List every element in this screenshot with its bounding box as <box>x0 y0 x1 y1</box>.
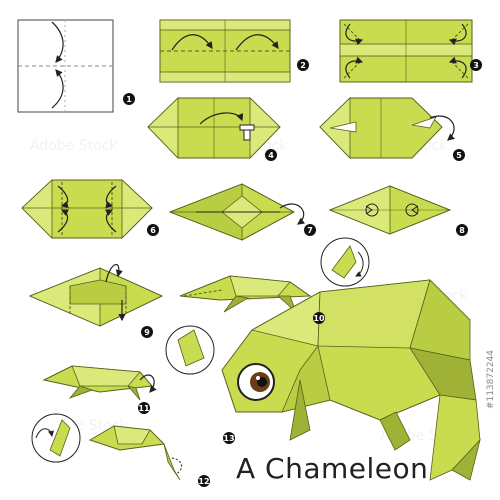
svg-text:2: 2 <box>300 61 306 70</box>
svg-text:11: 11 <box>138 404 150 413</box>
fold-arrow <box>51 69 64 109</box>
svg-text:7: 7 <box>307 226 313 235</box>
chameleon-eye <box>237 363 275 401</box>
step-8-diagram <box>328 185 452 235</box>
step-13-diagram <box>221 279 481 481</box>
step-12-diagram <box>31 413 182 481</box>
step-number-badge: 12 <box>198 475 210 487</box>
step-10-diagram <box>179 237 370 313</box>
diagram-title: A Chameleon <box>236 452 429 485</box>
svg-text:10: 10 <box>313 314 325 323</box>
svg-text:9: 9 <box>144 328 150 337</box>
fold-arrow <box>235 34 279 51</box>
svg-text:3: 3 <box>473 61 479 70</box>
step-number-badge: 2 <box>297 59 309 71</box>
step-number-badge: 6 <box>147 224 159 236</box>
step-number-badge: 7 <box>304 224 316 236</box>
fold-arrow <box>51 21 64 63</box>
step-9-diagram <box>28 264 164 327</box>
step-5-diagram <box>319 97 455 159</box>
step-number-badge: 3 <box>470 59 482 71</box>
step-4-diagram <box>147 97 281 159</box>
step-number-badge: 11 <box>138 402 150 414</box>
step-number-badge: 10 <box>313 312 325 324</box>
step-6-diagram <box>21 179 153 239</box>
svg-text:8: 8 <box>459 226 465 235</box>
svg-text:4: 4 <box>268 151 274 160</box>
chameleon-leg <box>289 379 311 441</box>
chameleon-leg <box>379 411 411 451</box>
step-number-badge: 9 <box>141 326 153 338</box>
svg-text:13: 13 <box>223 434 234 443</box>
step-3-diagram <box>339 19 473 83</box>
watermark-text: Adobe Stock <box>30 138 118 154</box>
step-number-badge: 13 <box>223 432 235 444</box>
svg-text:12: 12 <box>198 477 209 486</box>
step-2-diagram <box>159 19 291 83</box>
step-11-diagram <box>42 325 215 401</box>
step-1-diagram <box>17 19 114 113</box>
svg-text:5: 5 <box>456 151 462 160</box>
stock-id-text: #113872244 <box>486 350 496 410</box>
step-number-badge: 4 <box>265 149 277 161</box>
step-7-diagram <box>168 183 305 241</box>
push-icon <box>239 124 255 141</box>
step-number-badge: 8 <box>456 224 468 236</box>
svg-text:1: 1 <box>126 95 132 104</box>
step-number-badge: 1 <box>123 93 135 105</box>
step-number-badge: 5 <box>453 149 465 161</box>
svg-text:6: 6 <box>150 226 156 235</box>
step-badges: 1 2 3 4 5 6 7 8 9 10 11 12 13 <box>123 59 482 487</box>
fold-arrow <box>171 34 213 51</box>
